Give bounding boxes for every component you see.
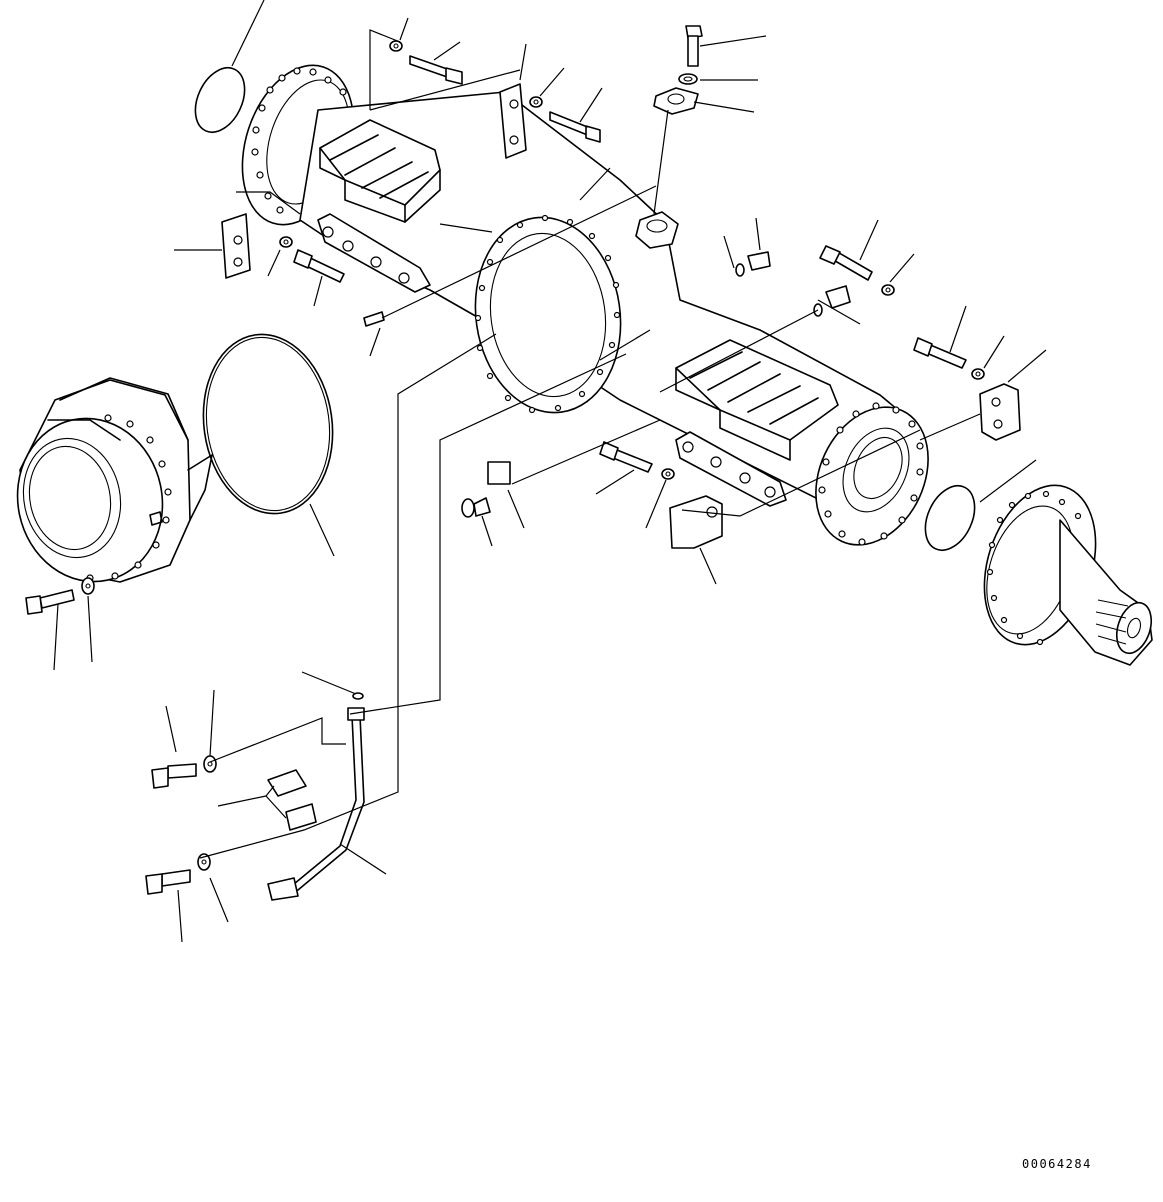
oil-tube bbox=[267, 707, 365, 901]
document-number: 00064284 bbox=[1022, 1157, 1092, 1171]
axle-housing bbox=[241, 64, 929, 546]
bolts-and-washers bbox=[25, 25, 985, 895]
seal-washer bbox=[352, 692, 364, 700]
leader-lines bbox=[53, 0, 1047, 943]
final-drive-carrier-left bbox=[16, 377, 213, 583]
wheel-hub-right bbox=[983, 484, 1153, 666]
o-ring-right bbox=[924, 485, 976, 551]
left-flange-bolt-holes bbox=[251, 67, 347, 214]
center-flange-bolt-holes bbox=[474, 214, 621, 414]
mount-brackets bbox=[221, 83, 1021, 831]
o-ring-large bbox=[202, 333, 334, 515]
hub-bolt-holes bbox=[986, 490, 1082, 646]
o-ring-top-left bbox=[194, 67, 246, 133]
right-flange-bolt-holes bbox=[818, 402, 924, 546]
